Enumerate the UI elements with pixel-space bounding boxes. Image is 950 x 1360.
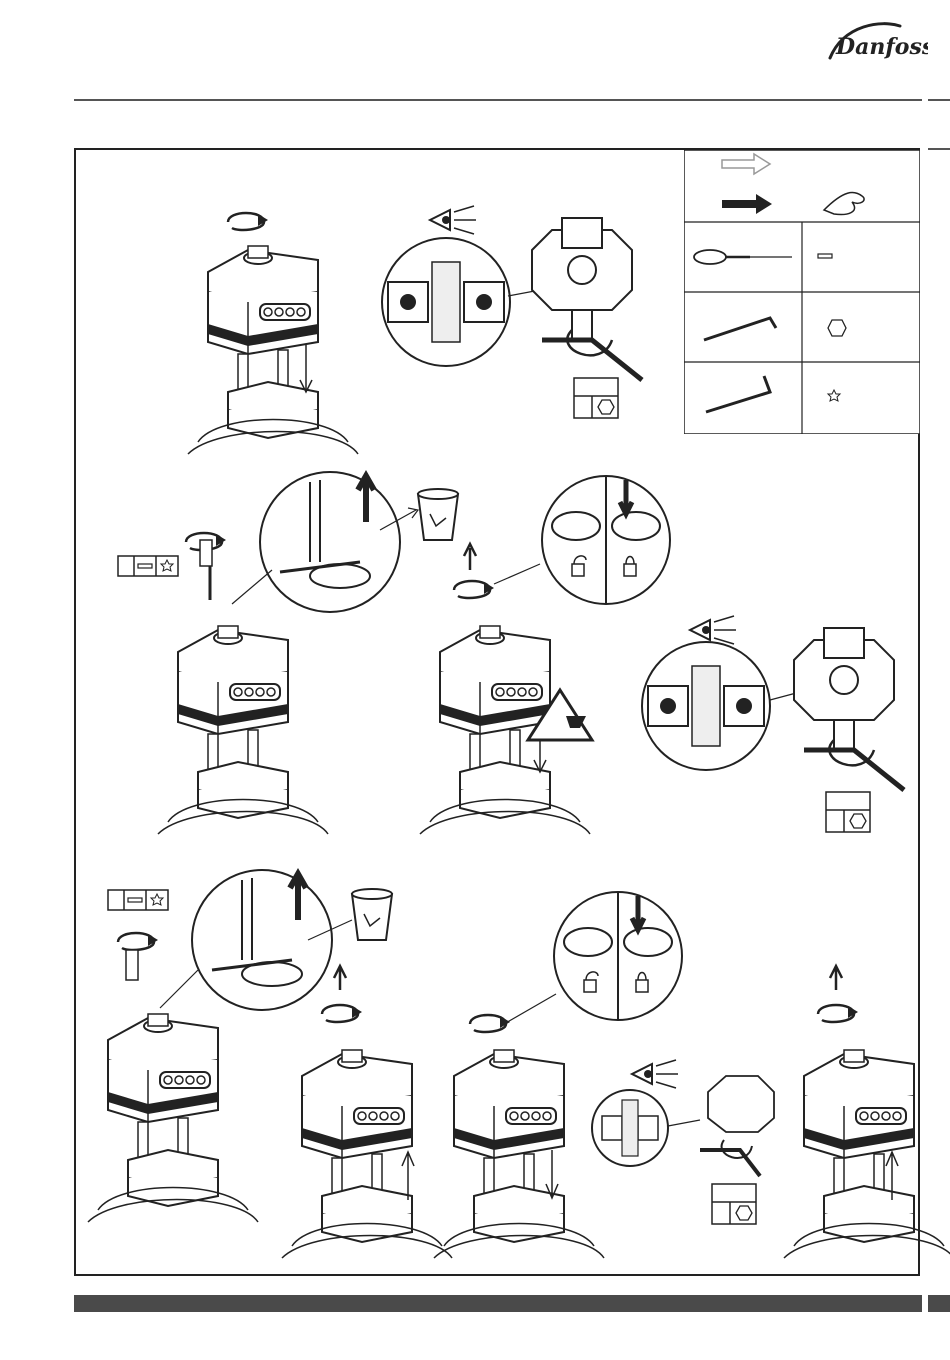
footer-tab (928, 1295, 950, 1312)
actuator-step1 (188, 246, 358, 454)
rotate-arrow-step1 (228, 213, 268, 230)
clamp-detail-1 (382, 238, 510, 366)
clamp-detail-2 (642, 642, 770, 770)
footer-bar (74, 1295, 922, 1312)
tool-legend (684, 150, 920, 434)
